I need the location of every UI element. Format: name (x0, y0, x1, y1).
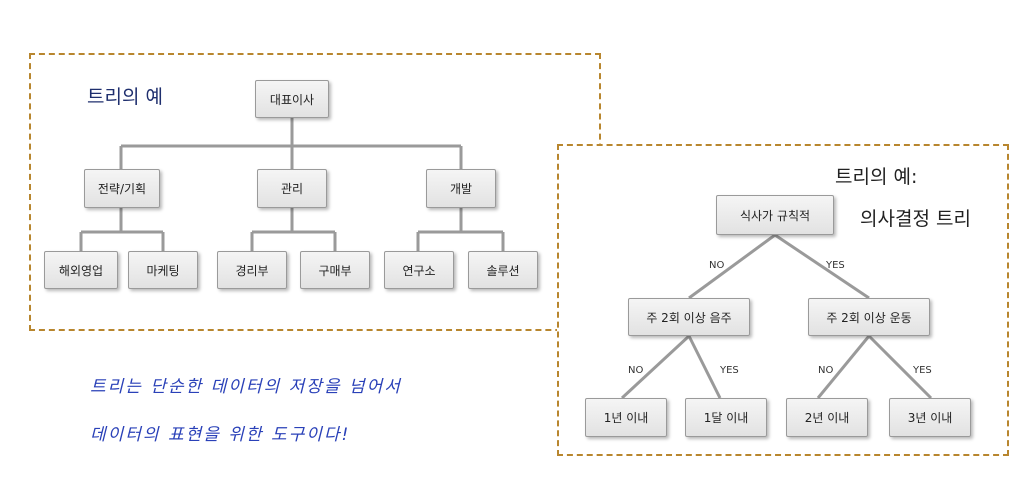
org-connector-dept1-children (79, 208, 165, 251)
decision-tree-title-line2: 의사결정 트리 (860, 208, 971, 230)
org-node-dept-strategy: 전략/기획 (84, 169, 160, 208)
org-node-root: 대표이사 (255, 80, 329, 118)
org-node-purchasing: 구매부 (300, 251, 370, 289)
dt-node-root: 식사가 규칙적 (716, 195, 834, 235)
dt-edge-root-right (774, 233, 870, 300)
note-line1: 트리는 단순한 데이터의 저장을 넘어서 (90, 377, 402, 397)
org-node-dept-development: 개발 (426, 169, 496, 208)
org-node-overseas-sales: 해외영업 (44, 251, 118, 289)
decision-tree-title-line1: 트리의 예: (835, 166, 918, 188)
org-node-solution: 솔루션 (468, 251, 538, 289)
org-connector-dept3-children (416, 208, 505, 251)
dt-label-root-yes: YES (826, 260, 845, 271)
dt-leaf-two-years: 2년 이내 (786, 398, 868, 437)
dt-label-left-no: NO (628, 365, 644, 376)
dt-edge-left-yes (687, 335, 722, 399)
dt-leaf-one-year: 1년 이내 (585, 398, 667, 437)
note-line2: 데이터의 표현을 위한 도구이다! (90, 425, 351, 445)
dt-leaf-three-years: 3년 이내 (889, 398, 971, 437)
org-connector-dept2-children (250, 208, 337, 251)
dt-edge-left-no (620, 334, 691, 400)
org-node-research-lab: 연구소 (384, 251, 454, 289)
org-chart-title: 트리의 예 (87, 86, 163, 108)
dt-edge-right-no (816, 335, 871, 399)
org-node-dept-management: 관리 (257, 169, 327, 208)
org-node-marketing: 마케팅 (128, 251, 198, 289)
dt-label-left-yes: YES (720, 365, 739, 376)
org-node-accounting: 경리부 (217, 251, 287, 289)
dt-edge-right-yes (867, 334, 933, 400)
dt-label-right-yes: YES (913, 365, 932, 376)
dt-leaf-one-month: 1달 이내 (685, 398, 767, 437)
dt-node-drinking: 주 2회 이상 음주 (628, 298, 750, 336)
dt-label-root-no: NO (709, 260, 725, 271)
dt-label-right-no: NO (818, 365, 834, 376)
dt-edge-root-left (688, 233, 776, 300)
dt-node-exercise: 주 2회 이상 운동 (808, 298, 930, 336)
